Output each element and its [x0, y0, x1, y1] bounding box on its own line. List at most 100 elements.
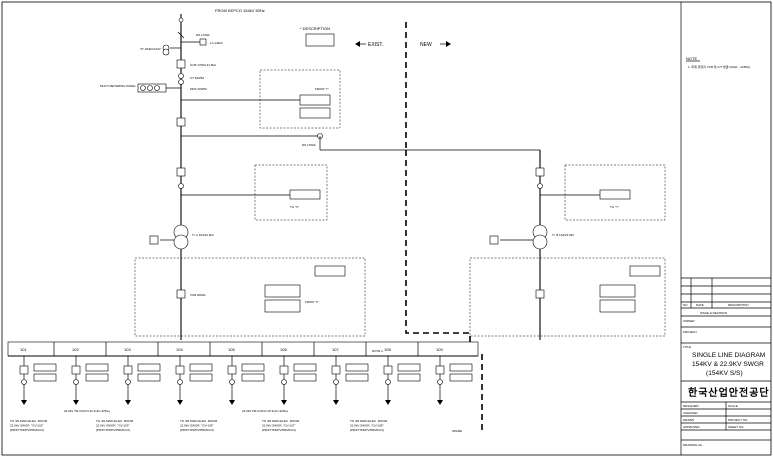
gcb-label: GCB 1700A 31.5kA [190, 63, 216, 67]
la-label: LA 144kV [210, 41, 223, 45]
destination-text-5-line-1: TO 4/6 MAIN ELEC. ROOM [350, 419, 388, 423]
feeder-vcb-icon-107 [331, 365, 341, 375]
issue-revision-label: ISSUE & REVISION [700, 311, 727, 315]
destination-text-2-line-3: [PR/PY/PZ/PV/PRMCC3] [96, 428, 130, 432]
destination-text-5-line-2: 22.9kV SWGR. "GV-108" [350, 424, 383, 428]
feeder-id-102: 102 [72, 347, 79, 352]
destination-text-2-line-2: 22.9kV SWGR. "GV-103" [96, 424, 129, 428]
bay-a-gcb-icon [176, 167, 186, 177]
feeder-arrow-icon-102 [73, 400, 79, 405]
feeder-id-103: 103 [124, 347, 131, 352]
gcb-breaker-icon [176, 59, 186, 69]
arrow-left-icon [355, 41, 360, 47]
feeder-relay-1-105 [241, 363, 265, 372]
feeder-id-107: 107 [332, 347, 339, 352]
feeder-relay-2-106 [293, 373, 317, 382]
title-line-1: SINGLE LINE DIAGRAM [692, 352, 765, 359]
feeder-relay-2-107 [345, 373, 369, 382]
rev-desc-head: DESCRIPTION [728, 303, 749, 307]
bay-b-ct-icon [537, 183, 543, 189]
feeder-vcb-icon-101 [19, 365, 29, 375]
from-x-label: FROM "X" [305, 300, 319, 304]
rev-no-head: NO [683, 303, 688, 307]
relay-box-c2 [264, 299, 301, 313]
scale-label: SCALE [728, 404, 738, 408]
feeder-arrow-icon-101 [21, 400, 27, 405]
relay-box-a1 [299, 94, 331, 106]
relay-box-d1 [599, 189, 631, 200]
to-y-label: TO "Y" [610, 205, 619, 209]
feeder-ct-icon-103 [125, 379, 131, 385]
exist-new-boundary [405, 22, 483, 430]
relay-box-c3 [314, 265, 346, 277]
feeder-vcb-icon-106 [279, 365, 289, 375]
feeder-relay-2-102 [85, 373, 109, 382]
feeder-relay-1-104 [189, 363, 213, 372]
feeder-id-106: 106 [280, 347, 287, 352]
feeder-ct-icon-108 [385, 379, 391, 385]
feeder-relay-1-107 [345, 363, 369, 372]
owner-label: OWNER [683, 319, 695, 323]
feeder-vcb-icon-104 [175, 365, 185, 375]
relay-box-e2 [599, 299, 636, 313]
feeder-ct-icon-107 [333, 379, 339, 385]
destination-text-3-line-3: [PR/PY/PZ/PV/PRMCC3] [180, 428, 214, 432]
new-label: NEW [420, 42, 432, 48]
feeder-arrow-icon-108 [385, 400, 391, 405]
feeder-relay-1-108 [397, 363, 421, 372]
destination-text-1-line-2: 22.9kV SWGR. "GV-102" [10, 424, 43, 428]
note-text: 1. 파워 유틸리 VCB 및 C/T 변경 (630A→1250A) [688, 64, 750, 69]
mof-label: MOF 200/5A [190, 87, 207, 91]
feeder-vcb-icon-105 [227, 365, 237, 375]
tie-ds-label: DS 1700A [302, 143, 316, 147]
destination-text-1-line-3: [PR/PY/PZ/PV/PRMCC3] [10, 428, 44, 432]
feeder-id-104: 104 [176, 347, 183, 352]
company-name: 한국산업안전공단 [688, 386, 770, 399]
incoming-terminal-icon [178, 17, 184, 23]
bay-b-gcb-icon [535, 167, 545, 177]
relay-panel-a [259, 69, 341, 129]
destination-text-2-line-1: TO 4/6 MAIN ELEC. ROOM [96, 419, 134, 423]
destination-text-3-line-1: TO 4/6 MAIN ELEC. ROOM [180, 419, 218, 423]
main-vcb-b-icon [535, 289, 545, 299]
feeder-ct-icon-109 [437, 379, 443, 385]
vt-label: VT 154kV/110V [140, 47, 161, 51]
exist-label: EXIST. [368, 42, 383, 48]
from-y-label: FROM "Y" [315, 87, 329, 91]
title-line-3: (154KV S/S) [706, 370, 743, 377]
title-line-2: 154KV & 22.9KV SWGR [692, 361, 764, 368]
relay-panel-d [564, 164, 666, 221]
approved-label: APPROVED [683, 425, 701, 429]
note-1-label: NOTE 1. [372, 349, 384, 353]
cable-101-label: 22.9kV TR-CN/CO-W 3x1C-325sq [64, 409, 110, 413]
feeder-ct-icon-102 [73, 379, 79, 385]
feeder-relay-1-106 [293, 363, 317, 372]
tr-b-label: Tr. B 154/22.9kV [552, 233, 574, 237]
feeder-arrow-icon-104 [177, 400, 183, 405]
title-head: TITLE [683, 345, 691, 349]
to-x-label: TO "X" [290, 205, 299, 209]
transformer-a-secondary-icon [173, 234, 189, 250]
destination-text-5-line-3: [PR/PY/PZ/PV/PRMCC3] [350, 428, 384, 432]
ct-a-icon [178, 73, 184, 79]
relay-box-b1 [289, 189, 321, 200]
ds-label: DS 1700A [196, 33, 210, 37]
meter-1-icon [140, 85, 146, 91]
feeder-relay-1-101 [33, 363, 57, 372]
feeder-vcb-icon-103 [123, 365, 133, 375]
feeder-vcb-icon-102 [71, 365, 81, 375]
feeder-arrow-icon-106 [281, 400, 287, 405]
destination-text-4-line-1: TO 4/6 MAIN ELEC. ROOM [262, 419, 300, 423]
feeder-id-109: 109 [436, 347, 443, 352]
ct-label: CT 600/5A [190, 76, 204, 80]
feeder-arrow-icon-103 [125, 400, 131, 405]
main-vcb-a-icon [176, 289, 186, 299]
tr-a-label: Tr. A 154/22.9kV [192, 233, 214, 237]
relay-box-a2 [299, 107, 331, 119]
feeder-arrow-icon-105 [229, 400, 235, 405]
feeder-relay-2-105 [241, 373, 265, 382]
arrow-right-icon [446, 41, 451, 47]
vt-coil-2-icon [162, 48, 170, 56]
main-vcb-a-label: VCB 2000A [190, 293, 206, 297]
